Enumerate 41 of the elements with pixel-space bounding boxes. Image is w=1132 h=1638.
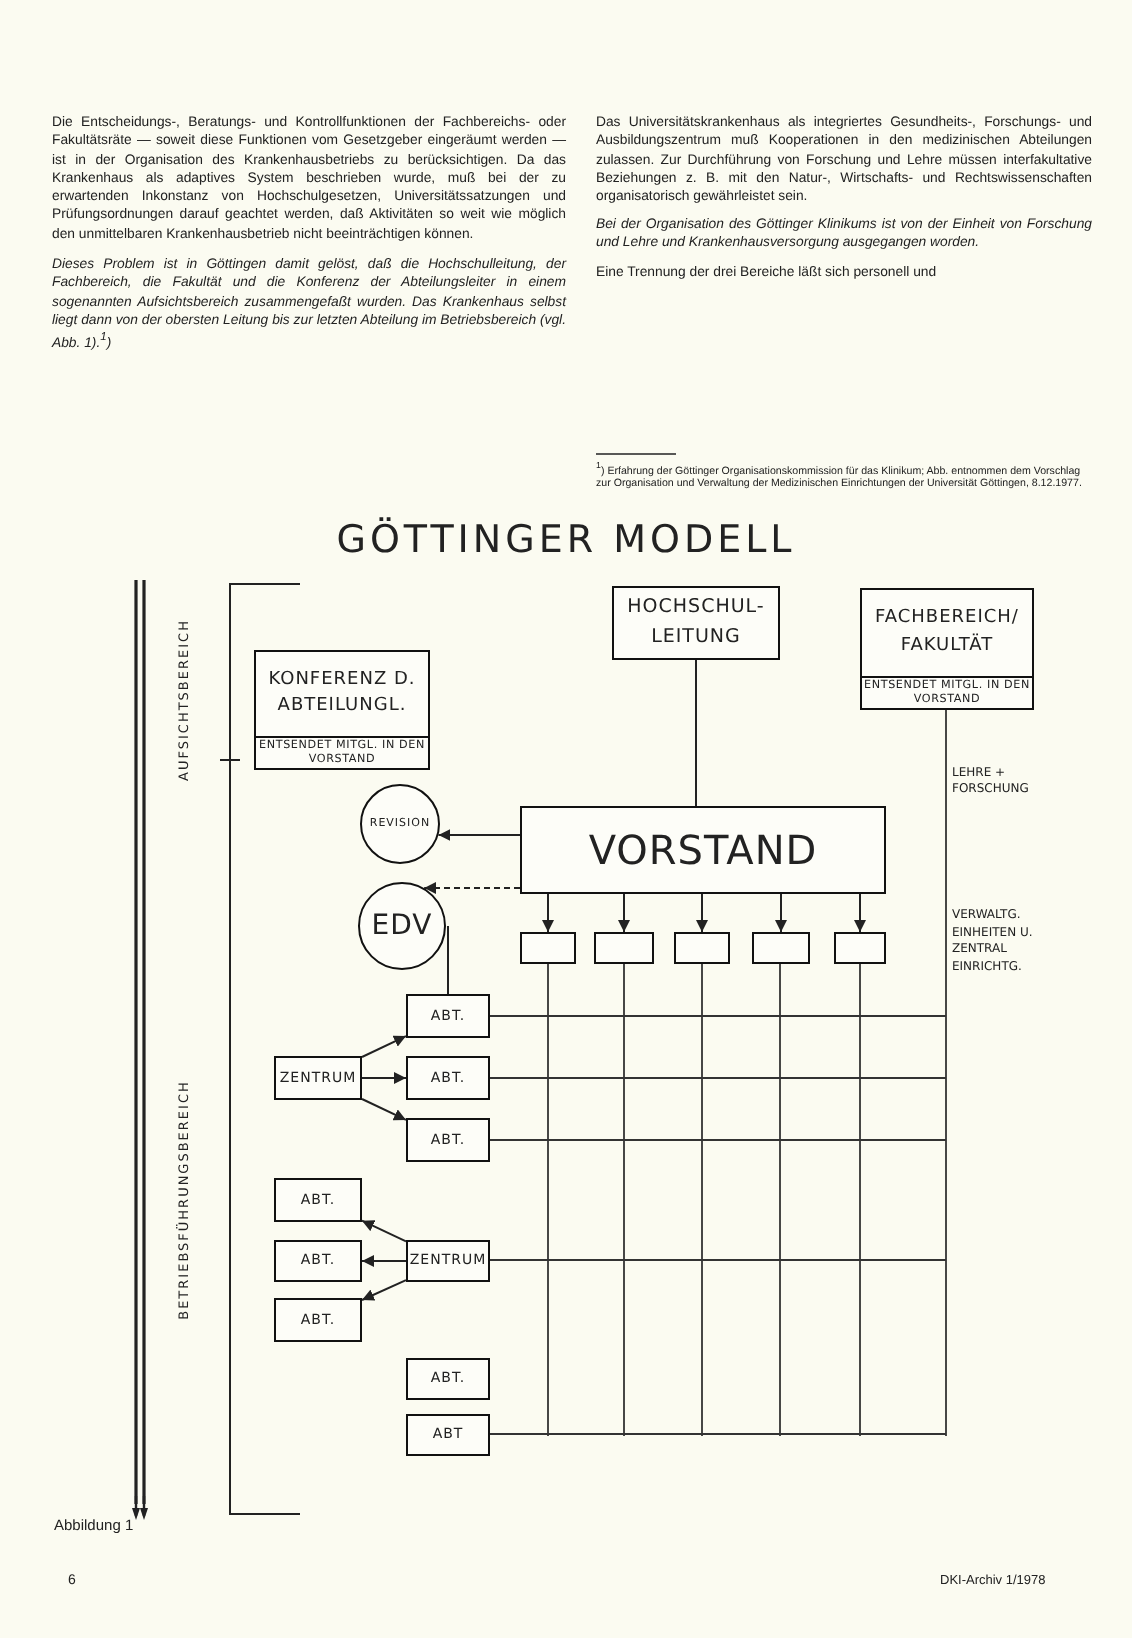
empty-box [520,932,576,964]
org-box [274,1240,362,1282]
arrow [361,1098,407,1121]
empty-box [594,932,654,964]
org-box [406,1118,490,1162]
node-label: EDV [371,907,433,945]
org-box [254,650,430,770]
org-box [520,806,886,894]
empty-box [834,932,886,964]
org-box [274,1298,362,1342]
arrow [423,882,521,894]
empty-box [752,932,810,964]
diagram-title: GÖTTINGER MODELL [334,518,798,562]
node-label: KONFERENZ D. ABTEILUNGL. [266,667,418,720]
arrow [775,893,787,933]
arrow [361,1072,407,1084]
node-label: FACHBEREICH/ FAKULTÄT [873,606,1021,659]
org-box [406,1056,490,1100]
arrow [361,1279,407,1302]
org-box [406,1414,490,1456]
org-box [406,1358,490,1400]
arrow [618,893,630,933]
connector-line [695,659,697,807]
node-label: HOCHSCHUL- LEITUNG [625,594,767,651]
org-box [406,1240,490,1282]
node-label: VORSTAND [588,824,818,878]
org-box [612,586,780,660]
arrow [361,1219,407,1243]
arrow [361,1255,407,1267]
org-box [406,994,490,1038]
org-box [274,1178,362,1222]
circle-node [360,784,440,864]
org-box [860,588,1034,710]
circle-node [358,882,446,970]
arrow [542,893,554,933]
arrow [854,893,866,933]
empty-box [674,932,730,964]
arrow [696,893,708,933]
arrow [437,829,521,841]
org-box [274,1056,362,1100]
arrow [361,1035,407,1058]
